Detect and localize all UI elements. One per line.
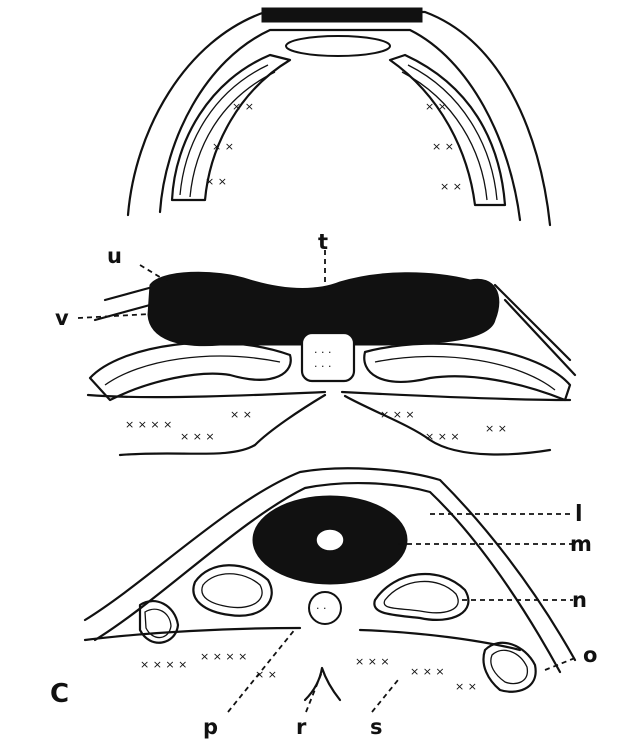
label-l: l <box>575 502 583 527</box>
svg-text:× × ×: × × × <box>180 430 215 443</box>
svg-text:× ×: × × <box>232 100 254 113</box>
svg-text:× ×: × × <box>440 180 462 193</box>
top-section: × × × × × × × × × × × × <box>128 8 550 225</box>
svg-text:× ×: × × <box>455 680 477 693</box>
svg-text:× × ×: × × × <box>380 408 415 421</box>
svg-text:× ×: × × <box>425 100 447 113</box>
label-t: t <box>318 230 328 254</box>
svg-text:× × ×: × × × <box>410 665 445 678</box>
top-dark-band <box>262 8 422 22</box>
label-p: p <box>203 715 218 739</box>
svg-text:× ×: × × <box>205 175 227 188</box>
bottom-section: · · × × × × × × × × × × × × × × × × × × <box>85 468 575 700</box>
bottom-neural-lumen <box>316 529 344 551</box>
middle-section: · · · · · · × × × × × × × × × × × × × × … <box>88 272 575 455</box>
svg-text:× ×: × × <box>230 408 252 421</box>
svg-text:× ×: × × <box>485 422 507 435</box>
label-u: u <box>107 244 122 268</box>
svg-text:× ×: × × <box>432 140 454 153</box>
label-r: r <box>296 715 307 739</box>
svg-text:· · ·: · · · <box>314 360 331 373</box>
label-o: o <box>583 643 597 667</box>
top-notochord <box>286 36 390 56</box>
svg-text:× × × ×: × × × × <box>200 650 247 663</box>
svg-text:× ×: × × <box>212 140 234 153</box>
svg-text:· · ·: · · · <box>314 346 331 359</box>
label-m: m <box>570 532 592 556</box>
label-v: v <box>55 306 69 330</box>
panel-label-c: C <box>50 679 69 709</box>
label-s: s <box>370 715 383 739</box>
svg-text:× × ×: × × × <box>355 655 390 668</box>
svg-text:· ·: · · <box>316 602 327 615</box>
svg-text:× × × ×: × × × × <box>125 418 172 431</box>
svg-text:× × ×: × × × <box>425 430 460 443</box>
label-n: n <box>572 588 587 612</box>
svg-text:× × × ×: × × × × <box>140 658 187 671</box>
